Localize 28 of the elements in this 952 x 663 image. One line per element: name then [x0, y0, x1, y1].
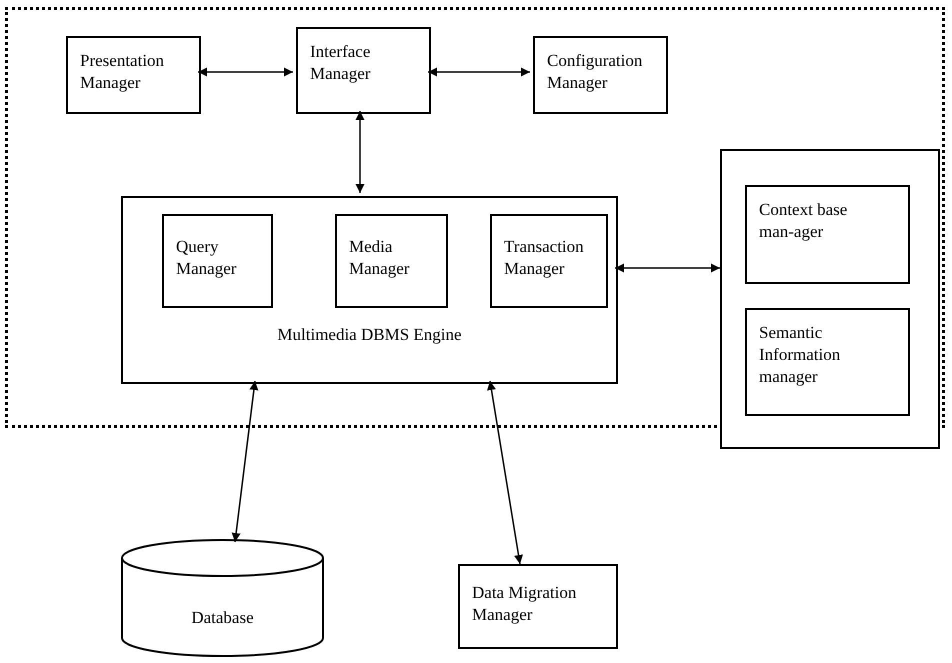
arrow	[198, 68, 293, 76]
process-box	[490, 214, 608, 308]
node-label: Configuration Manager	[547, 50, 644, 94]
process-box	[533, 36, 668, 114]
process-box	[296, 27, 431, 114]
node-label: Transaction Manager	[504, 236, 585, 280]
node-label: Data Migration Manager	[472, 582, 578, 626]
node-label: Multimedia DBMS Engine	[277, 324, 462, 346]
arrow	[615, 264, 720, 272]
arrow	[428, 68, 530, 76]
process-box	[66, 36, 201, 114]
node-label: Context base man-ager	[759, 199, 848, 243]
node-label: Presentation Manager	[80, 50, 166, 94]
node-label: Interface Manager	[310, 41, 372, 85]
node-label: Query Manager	[176, 236, 238, 280]
process-box	[745, 308, 910, 416]
process-box	[745, 185, 910, 284]
container-box	[121, 196, 618, 384]
container-box	[720, 149, 940, 449]
arrow	[487, 380, 523, 564]
arrow	[356, 111, 364, 193]
process-box	[162, 214, 273, 308]
node-label: Semantic Information manager	[759, 322, 842, 388]
process-box	[458, 564, 618, 649]
process-box	[335, 214, 448, 308]
node-label: Database	[191, 607, 254, 629]
arrow	[232, 380, 258, 542]
node-label: Media Manager	[349, 236, 410, 280]
